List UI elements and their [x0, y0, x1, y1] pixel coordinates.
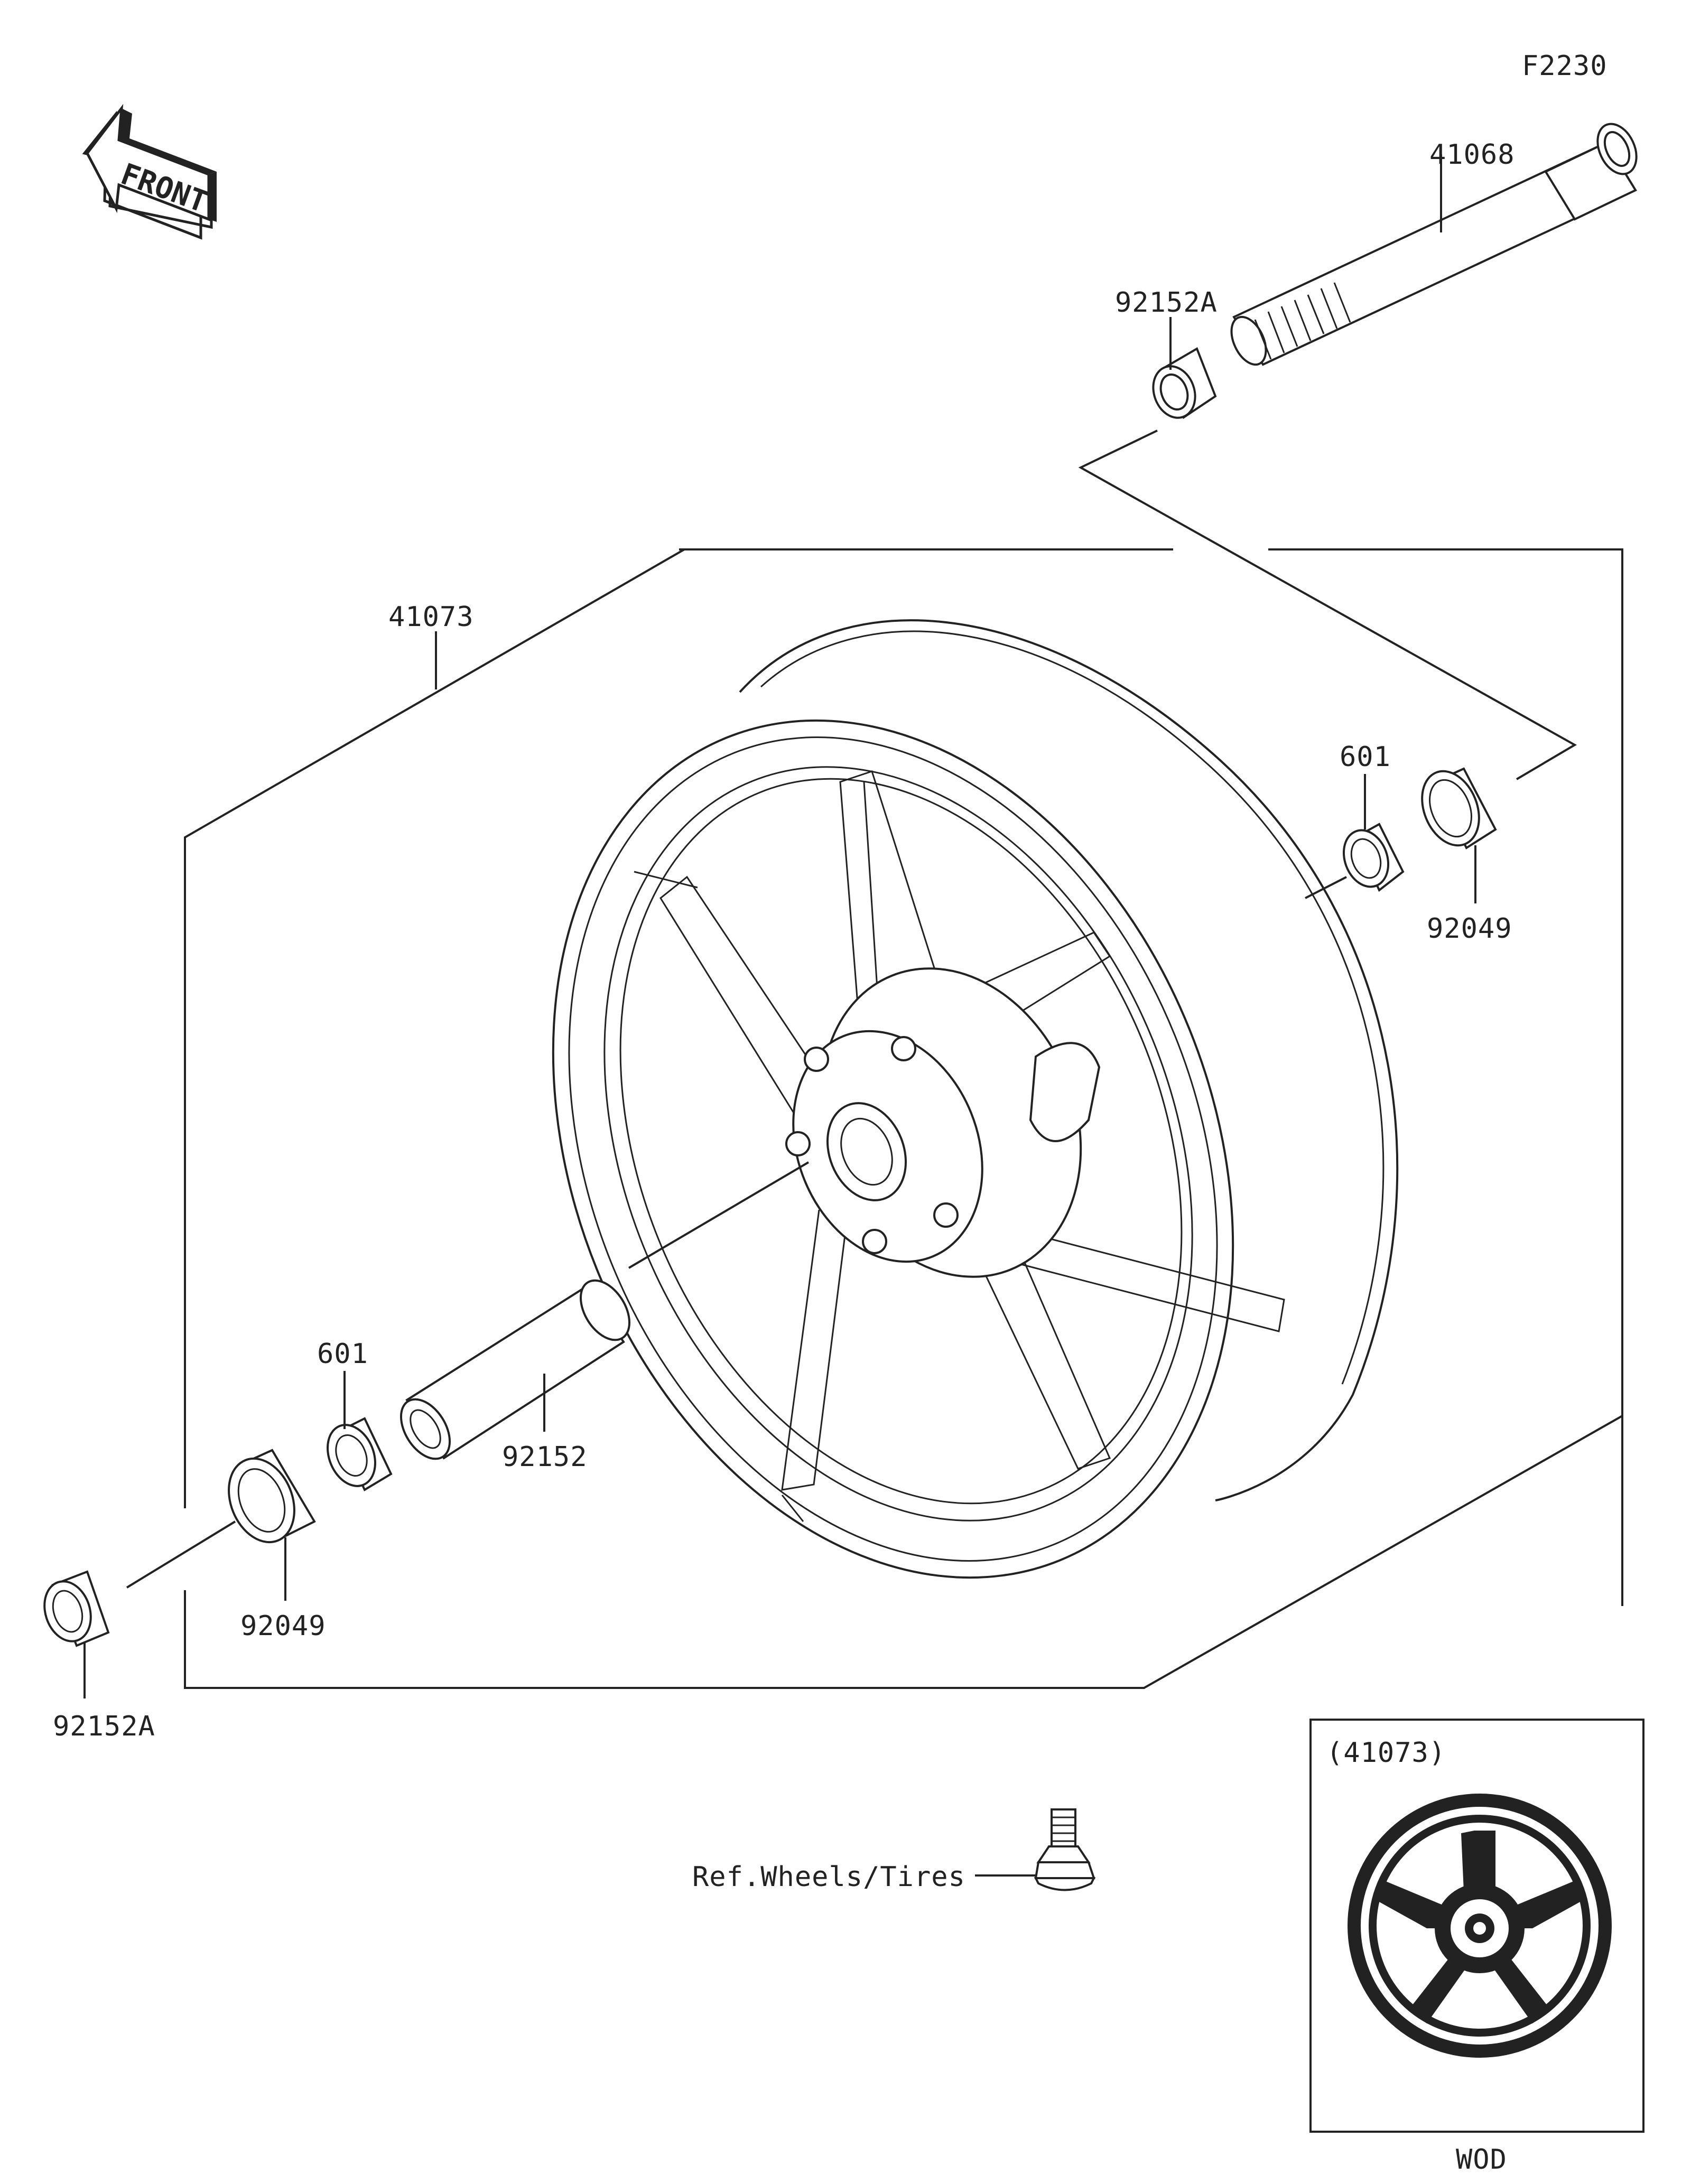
- axle-41068: [1230, 123, 1638, 366]
- label-41073: 41073: [388, 601, 474, 633]
- label-92152: 92152: [502, 1441, 588, 1473]
- diagram-code: F2230: [1522, 50, 1608, 82]
- collar-92152a-lower: [43, 1570, 110, 1647]
- seal-92049-right: [1421, 767, 1497, 850]
- inset-title: (41073): [1326, 1737, 1446, 1769]
- wheel-silhouette-icon: [1348, 1794, 1612, 2058]
- front-arrow-icon: FRONT: [82, 104, 217, 240]
- spacer-92152: [399, 1279, 631, 1460]
- bearing-601-right: [1342, 823, 1405, 892]
- collar-92152a-upper: [1152, 347, 1217, 419]
- label-92049-left: 92049: [240, 1610, 326, 1642]
- wheel-41073: [552, 619, 1399, 1579]
- label-601-left: 601: [317, 1338, 368, 1370]
- reference-wheels-tires: Ref.Wheels/Tires: [692, 1861, 965, 1893]
- inset-panel: (41073) WOD: [1309, 1719, 1644, 2176]
- label-92049-right: 92049: [1427, 913, 1512, 945]
- label-92152a-lower: 92152A: [53, 1711, 155, 1742]
- label-41068: 41068: [1429, 139, 1515, 171]
- bearing-601-left: [327, 1417, 393, 1491]
- seal-92049-left: [228, 1449, 316, 1544]
- valve-stem-icon: [1034, 1808, 1096, 1891]
- label-601-right: 601: [1340, 741, 1391, 773]
- inset-caption: WOD: [1456, 2144, 1507, 2176]
- label-92152a-upper: 92152A: [1115, 287, 1218, 319]
